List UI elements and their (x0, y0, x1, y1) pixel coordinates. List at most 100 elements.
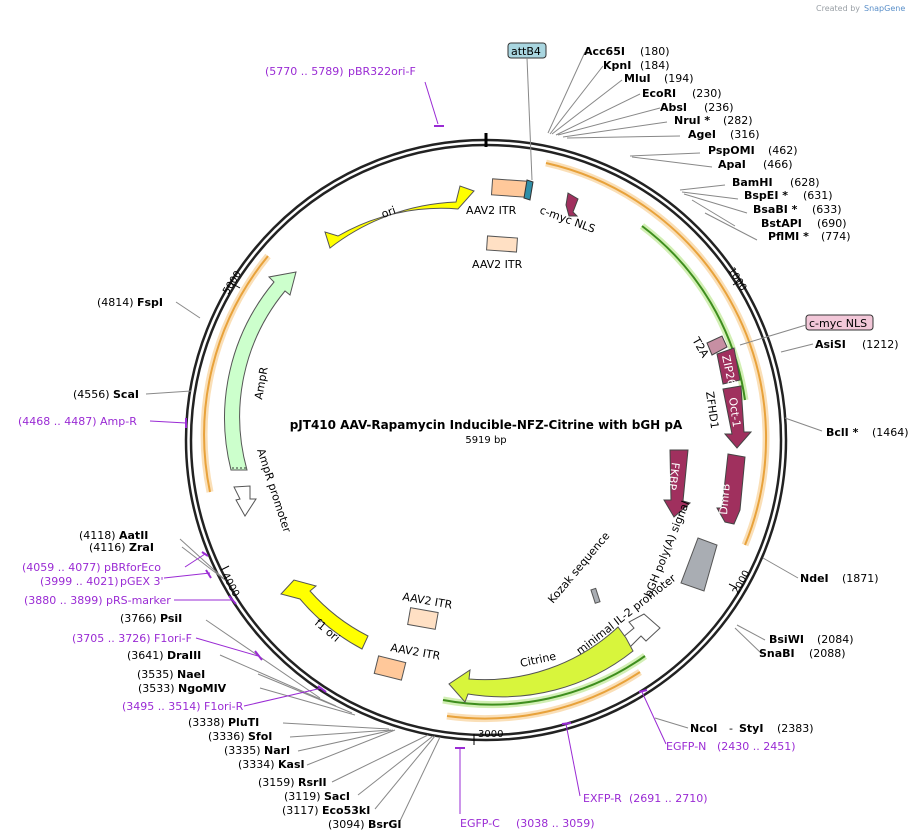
svg-text:BamHI: BamHI (732, 176, 773, 189)
svg-text:BclI *: BclI * (826, 426, 859, 439)
svg-text:PflMI *: PflMI * (768, 230, 809, 243)
tick-5000-mark (230, 282, 241, 289)
svg-text:(2430 .. 2451): (2430 .. 2451) (717, 740, 796, 753)
feature-kozak-block (590, 587, 601, 604)
feature-f1-ori-arrow (280, 579, 369, 650)
feature-ori-label: ori (380, 204, 398, 221)
feature-t2a-arrow (706, 335, 728, 356)
svg-text:AgeI: AgeI (688, 128, 716, 141)
site-sfoi: (3336)SfoI (208, 730, 272, 743)
site-pflmi: PflMI * (774) (768, 230, 851, 243)
orf-arc-5 (203, 255, 269, 493)
site-nrui: NruI *(282) (674, 114, 753, 127)
primer-egfp-c: EGFP-C(3038 .. 3059) (460, 817, 595, 830)
orf-arc-4 (446, 671, 641, 720)
feature-oct1-label: Oct-1 (726, 397, 743, 429)
svg-text:(3533): (3533) (138, 682, 175, 695)
svg-text:PluTI: PluTI (228, 716, 259, 729)
svg-text:(3117): (3117) (282, 804, 319, 817)
feature-cmyc-nls-arrow (565, 192, 579, 217)
primer-amp-r: (4468 .. 4487)Amp-R (18, 415, 137, 428)
svg-text:(1212): (1212) (862, 338, 899, 351)
svg-text:(5770 .. 5789): (5770 .. 5789) (265, 65, 344, 78)
site-bsabi: BsaBI *(633) (753, 203, 842, 216)
svg-text:Acc65I: Acc65I (584, 45, 625, 58)
feature-zip268-block (716, 347, 741, 385)
site-saci: (3119)SacI (284, 790, 350, 803)
svg-text:NgoMIV: NgoMIV (178, 682, 227, 695)
svg-text:MluI: MluI (624, 72, 651, 85)
feature-citrine-arrow (448, 626, 634, 703)
tick-2000-mark (728, 583, 738, 589)
svg-text:(3641): (3641) (127, 649, 164, 662)
feature-ori-arrow (324, 185, 475, 249)
feature-zfhd1-label: ZFHD1 (703, 391, 721, 430)
svg-text:(3705 .. 3726): (3705 .. 3726) (72, 632, 151, 645)
svg-text:(2088): (2088) (809, 647, 846, 660)
svg-text:Eco53kI: Eco53kI (322, 804, 370, 817)
svg-text:NaeI: NaeI (177, 668, 205, 681)
site-bsiwi: BsiWI(2084) (769, 633, 854, 646)
svg-text:(4116): (4116) (89, 541, 126, 554)
svg-text:(4059 .. 4077): (4059 .. 4077) (22, 561, 101, 574)
svg-text:(3335): (3335) (224, 744, 261, 757)
svg-text:(3336): (3336) (208, 730, 245, 743)
svg-text:(3880 .. 3899): (3880 .. 3899) (24, 594, 103, 607)
credit-prefix: Created by (816, 4, 860, 13)
plasmid-name: pJT410 AAV-Rapamycin Inducible-NFZ-Citri… (290, 418, 683, 432)
tick-3000: 3000 (478, 729, 503, 740)
svg-text:NcoI: NcoI (690, 722, 717, 735)
svg-text:KasI: KasI (278, 758, 305, 771)
primer-egfp-n: EGFP-N(2430 .. 2451) (666, 740, 796, 753)
svg-text:PspOMI: PspOMI (708, 144, 755, 157)
primer-pbrforeco: (4059 .. 4077)pBRforEco (22, 561, 161, 574)
feature-ampr-promoter-label: AmpR promoter (254, 447, 294, 535)
site-pluti: (3338)PluTI (188, 716, 259, 729)
primer-pgex3: (3999 .. 4021)pGEX 3' (40, 575, 164, 588)
site-draiii: (3641)DraIII (127, 649, 201, 662)
feature-aav2-itr-2-label: AAV2 ITR (472, 258, 523, 271)
svg-text:(3338): (3338) (188, 716, 225, 729)
feature-t2a-label: T2A (689, 334, 712, 360)
feature-fkbp-label: FKBP (665, 462, 682, 492)
site-ecori: EcoRI(230) (642, 87, 722, 100)
svg-text:(2084): (2084) (817, 633, 854, 646)
svg-text:AsiSI: AsiSI (815, 338, 846, 351)
svg-text:(194): (194) (664, 72, 694, 85)
svg-text:(3334): (3334) (238, 758, 275, 771)
primer-f1ori-r: (3495 .. 3514)F1ori-R (122, 700, 244, 713)
svg-text:(3159): (3159) (258, 776, 295, 789)
site-kasi: (3334)KasI (238, 758, 305, 771)
svg-text:BsaBI *: BsaBI * (753, 203, 798, 216)
svg-text:(2383): (2383) (777, 722, 814, 735)
feature-ampr-promoter-arrow (233, 485, 257, 517)
svg-text:SnaBI: SnaBI (759, 647, 795, 660)
primer-leaders (149, 81, 667, 814)
site-psii: (3766)PsiI (120, 612, 182, 625)
svg-text:ScaI: ScaI (113, 388, 139, 401)
site-ngomiv: (3533)NgoMIV (138, 682, 227, 695)
svg-text:pGEX 3': pGEX 3' (120, 575, 164, 588)
feature-ampr-label: AmpR (252, 366, 271, 401)
svg-text:(3535): (3535) (137, 668, 174, 681)
svg-text:SacI: SacI (324, 790, 350, 803)
svg-text:(774): (774) (821, 230, 851, 243)
svg-text:EcoRI: EcoRI (642, 87, 676, 100)
svg-text:RsrII: RsrII (298, 776, 327, 789)
svg-text:(3999 .. 4021): (3999 .. 4021) (40, 575, 119, 588)
svg-text:(690): (690) (817, 217, 847, 230)
svg-text:PsiI: PsiI (160, 612, 182, 625)
feature-aav2-itr-2 (486, 235, 518, 253)
svg-text:(4468 .. 4487): (4468 .. 4487) (18, 415, 97, 428)
site-apai: ApaI(466) (718, 158, 793, 171)
site-leaders (145, 51, 823, 822)
svg-text:(466): (466) (763, 158, 793, 171)
feature-ampr-arrow (224, 271, 297, 471)
site-naei: (3535)NaeI (137, 668, 205, 681)
svg-text:(1464): (1464) (872, 426, 909, 439)
svg-text:(462): (462) (768, 144, 798, 157)
svg-text:FspI: FspI (137, 296, 163, 309)
site-rsrii: (3159)RsrII (258, 776, 327, 789)
attb4-leader (526, 57, 533, 181)
feature-fkbp-arrow (663, 449, 692, 518)
